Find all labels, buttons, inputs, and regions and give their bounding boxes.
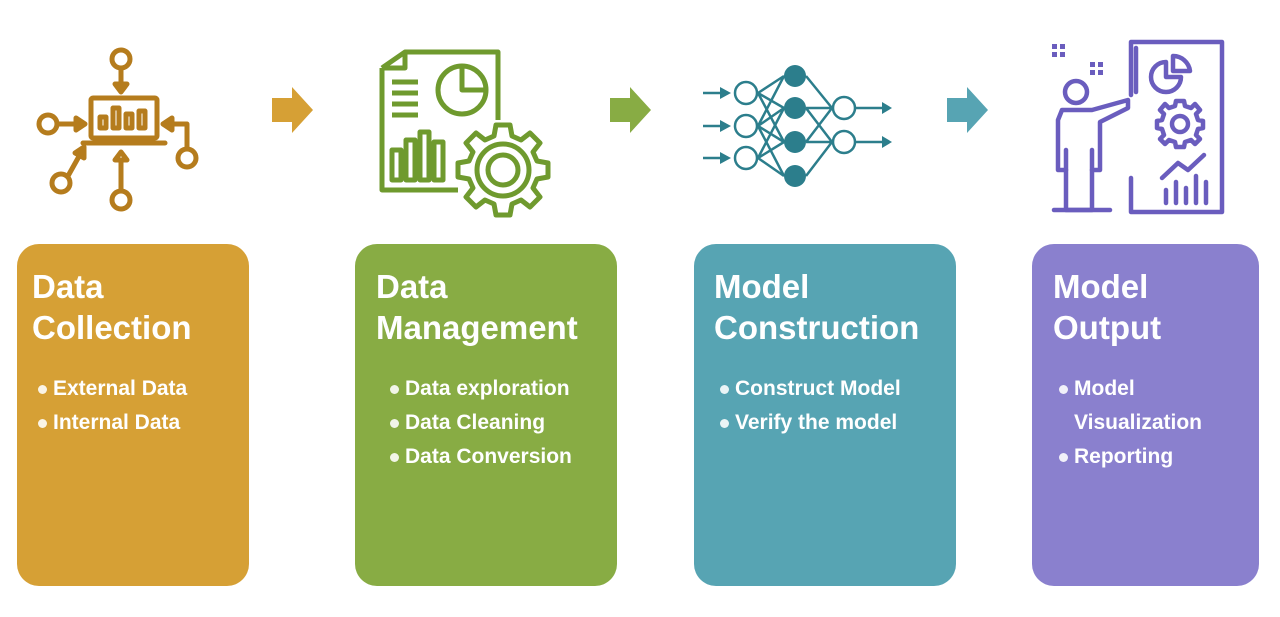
list-item: Construct Model [720,372,942,406]
report-gear-icon [379,49,551,218]
stage-card-data-management: Data Management Data exploration Data Cl… [355,244,617,586]
neural-network-icon [703,65,892,187]
list-item: Data exploration [390,372,603,406]
arrow-right-icon [947,87,988,133]
list-item: Data Conversion [390,440,603,474]
stage-title: Model Construction [714,268,920,346]
presenter-dashboard-icon [1051,39,1225,215]
stage-card-model-output: Model Output Model Visualization Reporti… [1032,244,1259,586]
laptop-network-icon [36,47,199,212]
list-item: Model Visualization [1059,372,1209,440]
stage-item-list: Data exploration Data Cleaning Data Conv… [376,372,603,474]
list-item: External Data [38,372,235,406]
stage-item-list: Construct Model Verify the model [714,372,942,440]
list-item: Internal Data [38,406,235,440]
stage-title: Model Output [1053,268,1162,346]
list-item: Verify the model [720,406,942,440]
arrow-right-icon [610,87,651,133]
stage-item-list: Model Visualization Reporting [1053,372,1209,474]
stage-title: Data Collection [32,268,192,346]
list-item: Data Cleaning [390,406,603,440]
stage-title: Data Management [376,268,578,346]
list-item: Reporting [1059,440,1209,474]
stage-card-data-collection: Data Collection External Data Internal D… [17,244,249,586]
arrow-right-icon [272,87,313,133]
stage-item-list: External Data Internal Data [32,372,235,440]
stage-card-model-construction: Model Construction Construct Model Verif… [694,244,956,586]
